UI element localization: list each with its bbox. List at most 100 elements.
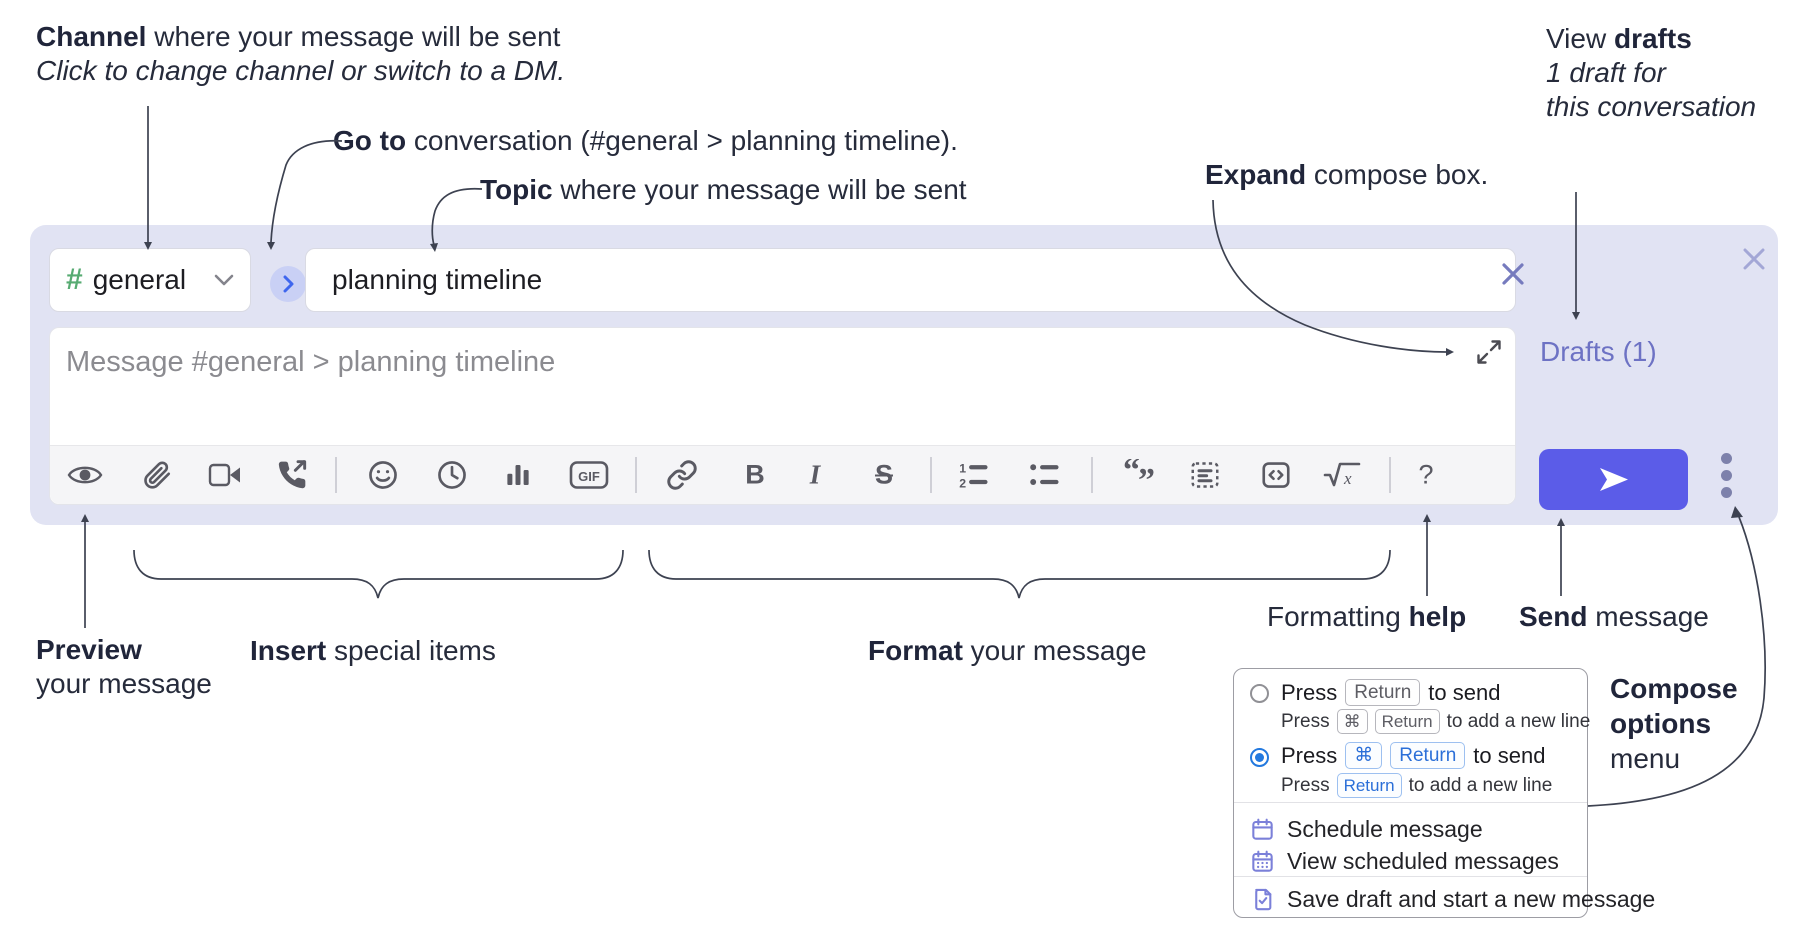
annotation-view-drafts: View drafts 1 draft for this conversatio… (1546, 23, 1757, 122)
toolbar-separator (1389, 457, 1391, 493)
go-to-conversation-button[interactable] (270, 266, 306, 302)
option-return-to-send[interactable]: Press Return to send (1281, 679, 1501, 706)
svg-text:2: 2 (959, 476, 966, 490)
expand-compose-icon[interactable] (1475, 338, 1503, 366)
bold-button[interactable]: B (745, 460, 765, 491)
gif-button[interactable]: GIF (569, 460, 609, 490)
dot-icon (1720, 453, 1732, 464)
poll-button[interactable] (503, 460, 533, 490)
formatting-help-button[interactable]: ? (1418, 460, 1433, 491)
channel-hash-icon: # (66, 263, 83, 296)
eye-icon (67, 466, 103, 484)
preview-button[interactable] (67, 461, 103, 489)
strikethrough-button[interactable]: S (875, 460, 893, 491)
question-mark-icon: ? (1418, 459, 1434, 490)
italic-button[interactable]: I (810, 460, 821, 491)
chevron-down-icon (214, 274, 234, 287)
annotation-goto: Go to conversation (#general > planning … (333, 125, 958, 156)
compose-options-menu: Press Return to send Press ⌘ Return to a… (1233, 668, 1655, 918)
bold-icon: B (745, 459, 765, 490)
link-icon (667, 460, 697, 490)
channel-selector[interactable]: # general (49, 248, 251, 312)
cmd-key: ⌘ (1345, 742, 1383, 769)
smiley-icon (369, 461, 397, 489)
attach-button[interactable] (142, 460, 172, 490)
message-input[interactable]: Message #general > planning timeline (49, 327, 1516, 505)
strikethrough-icon: S (874, 459, 894, 490)
spoiler-icon (1191, 462, 1219, 488)
annotation-send: Send message (1519, 601, 1709, 632)
return-key: Return (1345, 679, 1421, 706)
calendar-dots-icon (1252, 850, 1273, 872)
voice-call-button[interactable] (276, 459, 308, 491)
compose-box: # general planning timeline Message #gen… (30, 225, 1778, 525)
quote-icon: “” (1123, 459, 1155, 491)
annotation-insert: Insert special items (250, 635, 496, 666)
channel-name: general (92, 264, 187, 295)
close-icon[interactable] (1740, 245, 1768, 273)
gif-icon: GIF (569, 461, 609, 489)
option-cmd-return-to-send-hint: Press Return to add a new line (1281, 773, 1552, 798)
video-camera-icon (208, 463, 240, 487)
annotation-preview: Preview your message (36, 634, 212, 699)
svg-text:GIF: GIF (578, 469, 600, 484)
svg-text:“: “ (1123, 459, 1140, 489)
sqrt-icon: x (1323, 462, 1361, 488)
dot-icon (1720, 470, 1732, 481)
cmd-key: ⌘ (1336, 709, 1368, 734)
paperclip-icon (144, 461, 171, 489)
quote-button[interactable]: “” (1123, 459, 1159, 491)
video-call-button[interactable] (208, 462, 242, 488)
menu-divider (1234, 802, 1587, 803)
drafts-link[interactable]: Drafts (1) (1540, 336, 1657, 367)
bulleted-list-button[interactable] (1029, 460, 1061, 490)
annotation-expand: Expand compose box. (1205, 159, 1489, 190)
emoji-button[interactable] (367, 459, 399, 491)
code-icon (1262, 462, 1290, 488)
annotation-topic: Topic where your message will be sent (480, 174, 967, 205)
code-button[interactable] (1261, 460, 1291, 490)
message-placeholder: Message #general > planning timeline (66, 346, 556, 378)
compose-options-button[interactable] (1719, 453, 1733, 498)
numbered-list-icon: 12 (959, 462, 988, 490)
document-check-icon (1255, 888, 1272, 910)
toolbar-separator (1091, 457, 1093, 493)
chevron-right-icon (282, 275, 295, 293)
radio-return-to-send[interactable] (1250, 684, 1269, 703)
dot-icon (1720, 487, 1732, 498)
topic-input[interactable]: planning timeline (305, 248, 1516, 312)
svg-text:”: ” (1138, 462, 1155, 491)
send-button[interactable] (1539, 449, 1688, 510)
option-cmd-return-to-send[interactable]: Press ⌘ Return to send (1281, 742, 1546, 769)
bulleted-list-icon (1030, 464, 1059, 485)
clock-icon (438, 461, 466, 489)
toolbar-separator (335, 457, 337, 493)
option-return-to-send-hint: Press ⌘ Return to add a new line (1281, 709, 1590, 734)
menu-divider (1234, 876, 1587, 877)
annotation-format: Format your message (868, 635, 1147, 666)
return-key: Return (1336, 773, 1402, 798)
menu-item-schedule-message[interactable]: Schedule message (1250, 813, 1483, 845)
radio-cmd-return-to-send[interactable] (1250, 748, 1269, 767)
annotation-formatting-help: Formatting help (1267, 601, 1467, 632)
svg-text:1: 1 (959, 462, 966, 476)
svg-text:x: x (1343, 469, 1352, 488)
calendar-icon (1252, 818, 1273, 840)
math-button[interactable]: x (1323, 460, 1361, 490)
spoiler-button[interactable] (1190, 460, 1220, 490)
return-key: Return (1390, 742, 1466, 769)
link-button[interactable] (666, 459, 698, 491)
topic-value: planning timeline (332, 264, 543, 295)
phone-call-icon (278, 460, 307, 489)
menu-item-save-draft[interactable]: Save draft and start a new message (1250, 883, 1655, 915)
send-plane-icon (1599, 468, 1628, 491)
toolbar-separator (635, 457, 637, 493)
time-button[interactable] (436, 459, 468, 491)
toolbar-separator (930, 457, 932, 493)
italic-icon: I (809, 459, 821, 490)
annotation-channel: Channel where your message will be sent … (36, 21, 566, 86)
clear-topic-icon[interactable] (1500, 261, 1526, 287)
menu-item-view-scheduled[interactable]: View scheduled messages (1250, 845, 1559, 877)
